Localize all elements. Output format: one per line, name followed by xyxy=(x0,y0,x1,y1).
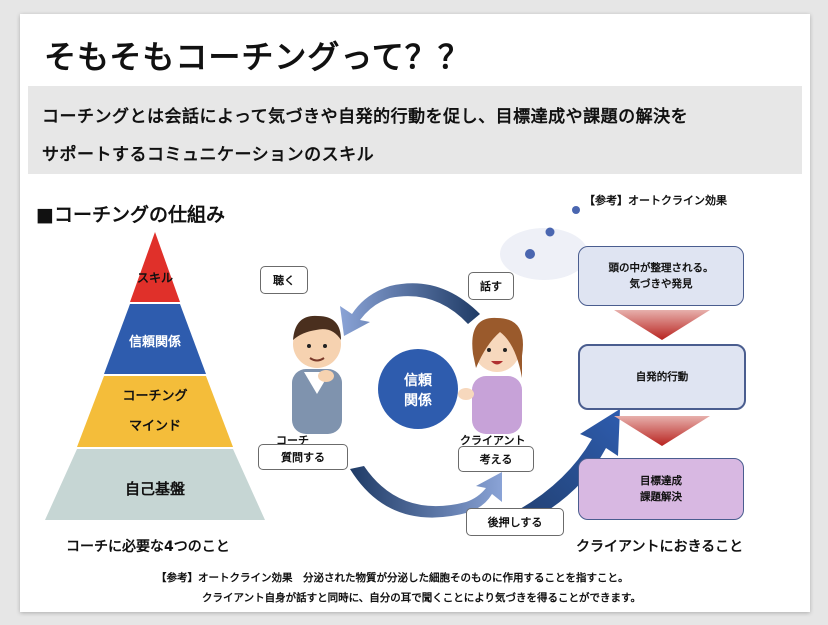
pyramid-label-foundation: 自己基盤 xyxy=(125,480,186,498)
question-tag: 質問する xyxy=(258,444,348,470)
coach-figure xyxy=(292,315,342,434)
section-heading: ■コーチングの仕組み xyxy=(36,204,225,226)
pyramid-level-skill xyxy=(130,232,180,302)
slide: そもそもコーチングって？？ コーチングとは会話によって気づきや自発的行動を促し、… xyxy=(20,14,810,612)
reference-heading: 【参考】オートクライン効果 xyxy=(584,194,727,207)
reference-caption: クライアントにおきること xyxy=(576,539,744,555)
outcome-box-action: 自発的行動 xyxy=(578,344,746,410)
slide-title: そもそもコーチングって？？ xyxy=(44,38,471,76)
footnote-line-1: 【参考】オートクライン効果 分泌された物質が分泌した細胞そのものに作用することを… xyxy=(156,572,629,584)
listen-tag: 聴く xyxy=(260,266,308,294)
pyramid-label-mind-1: コーチング xyxy=(122,388,187,404)
pyramid-label-mind-2: マインド xyxy=(129,419,181,434)
outcome-organize-line-1: 頭の中が整理される。 xyxy=(608,262,714,274)
outcome-goal-line-1: 目標達成 xyxy=(640,475,682,487)
coaching-pyramid: スキル 信頼関係 コーチング マインド 自己基盤 xyxy=(45,232,265,520)
outcome-box-organize: 頭の中が整理される。 気づきや発見 xyxy=(578,246,744,306)
trust-label-2: 関係 xyxy=(404,392,432,409)
push-tag: 後押しする xyxy=(466,508,564,536)
down-arrow-1 xyxy=(614,310,710,340)
pyramid-level-foundation xyxy=(45,449,265,520)
client-figure xyxy=(458,317,523,434)
pyramid-level-trust xyxy=(104,304,206,374)
outcome-organize-line-2: 気づきや発見 xyxy=(629,278,693,290)
down-arrow-2 xyxy=(614,416,710,446)
outcome-goal-line-2: 課題解決 xyxy=(640,491,682,503)
pyramid-caption: コーチに必要な4つのこと xyxy=(66,539,230,555)
coach-label: コーチ xyxy=(276,434,309,447)
pyramid-level-mind xyxy=(77,376,233,447)
definition-line-1: コーチングとは会話によって気づきや自発的行動を促し、目標達成や課題の解決を xyxy=(42,107,689,127)
client-label: クライアント xyxy=(460,434,526,447)
definition-line-2: サポートするコミュニケーションのスキル xyxy=(42,145,375,165)
bottom-cycle-arrow xyxy=(350,466,502,518)
thought-cloud xyxy=(500,206,588,280)
speak-tag: 話す xyxy=(468,272,514,300)
trust-circle xyxy=(378,349,458,429)
outcome-box-goal: 目標達成 課題解決 xyxy=(578,458,744,520)
definition-box: コーチングとは会話によって気づきや自発的行動を促し、目標達成や課題の解決を サポ… xyxy=(28,86,802,174)
top-cycle-arrow xyxy=(340,283,480,336)
footnote-line-2: クライアント自身が話すと同時に、自分の耳で聞くことにより気づきを得ることができま… xyxy=(202,592,642,604)
pyramid-label-skill: スキル xyxy=(137,271,173,285)
think-tag: 考える xyxy=(458,446,534,472)
trust-label-1: 信頼 xyxy=(404,372,433,389)
pyramid-label-trust: 信頼関係 xyxy=(129,334,181,350)
